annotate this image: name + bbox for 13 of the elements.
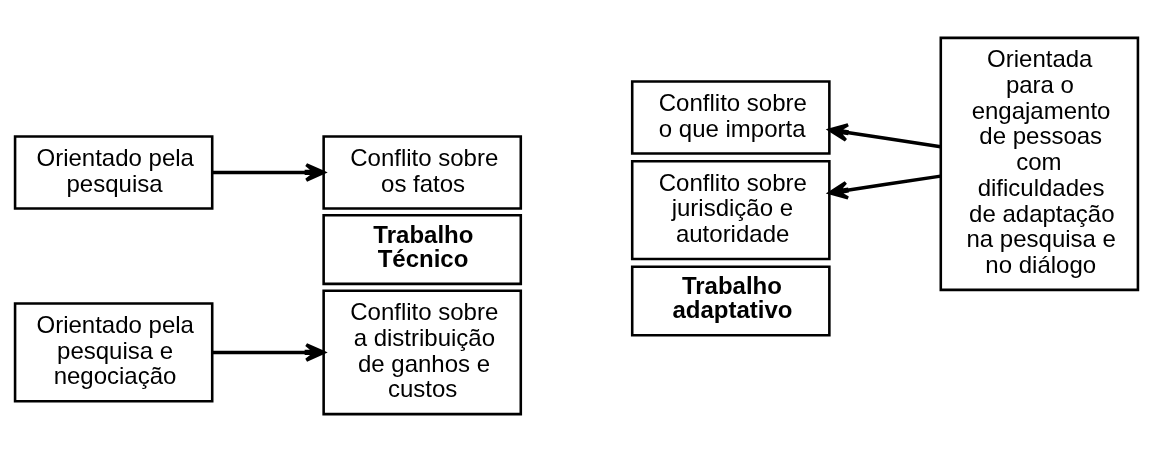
node-box: Conflito sobre jurisdição e autoridade <box>630 160 831 261</box>
node-box: Trabalho adaptativo <box>630 265 831 337</box>
node-box: Conflito sobre os fatos <box>322 135 523 210</box>
node-box: Trabalho Técnico <box>322 214 523 286</box>
arrow <box>828 174 941 200</box>
arrow <box>212 163 326 182</box>
node-box: Conflito sobre a distribuição de ganhos e custos <box>322 289 523 416</box>
node-box: Orientada para o engajamento de pessoas com dificuldades de adaptação na pesquisa e no diálogo <box>939 36 1140 292</box>
arrow <box>212 343 326 362</box>
node-box: Orientado pela pesquisa e negociação <box>13 302 214 403</box>
node-box: Conflito sobre o que importa <box>630 80 831 155</box>
arrow <box>828 123 941 149</box>
node-box: Orientado pela pesquisa <box>13 135 214 210</box>
